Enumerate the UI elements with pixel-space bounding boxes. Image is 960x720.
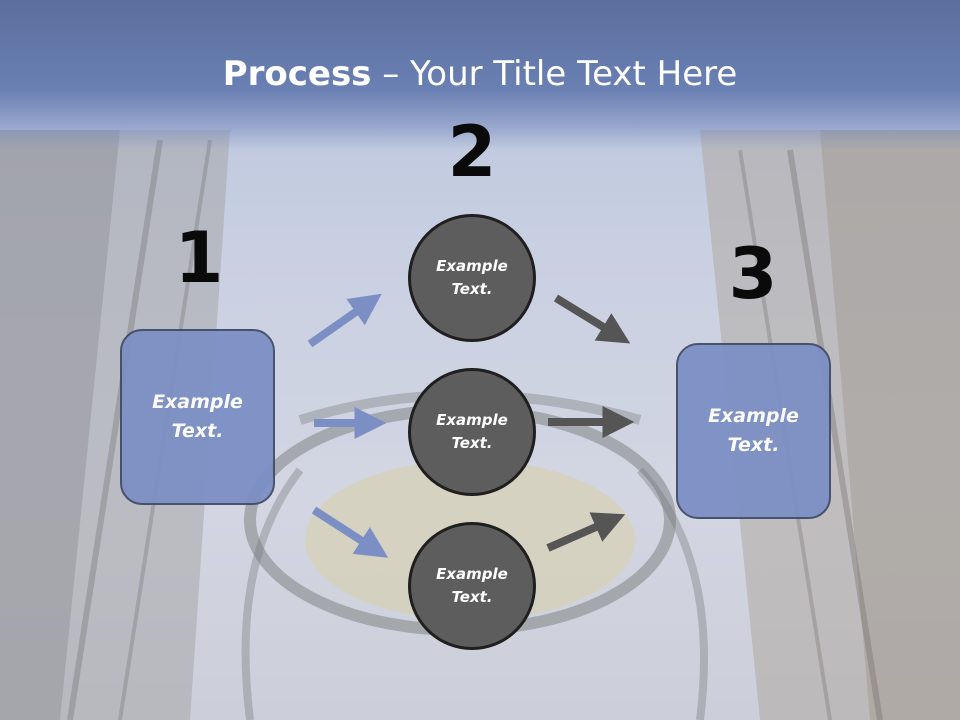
circle-bottom: Example Text.: [408, 522, 536, 650]
circle-middle: Example Text.: [408, 368, 536, 496]
title-band: [0, 0, 960, 150]
step-number-3: 3: [728, 233, 778, 315]
circle-top: Example Text.: [408, 214, 536, 342]
title-bold-part: Process: [222, 54, 372, 94]
step-number-1: 1: [174, 217, 224, 299]
slide-title: Process – Your Title Text Here: [0, 52, 960, 96]
left-box: Example Text.: [120, 329, 275, 505]
step-number-2: 2: [447, 111, 497, 193]
title-rest-part: – Your Title Text Here: [371, 54, 738, 94]
right-box: Example Text.: [676, 343, 831, 519]
